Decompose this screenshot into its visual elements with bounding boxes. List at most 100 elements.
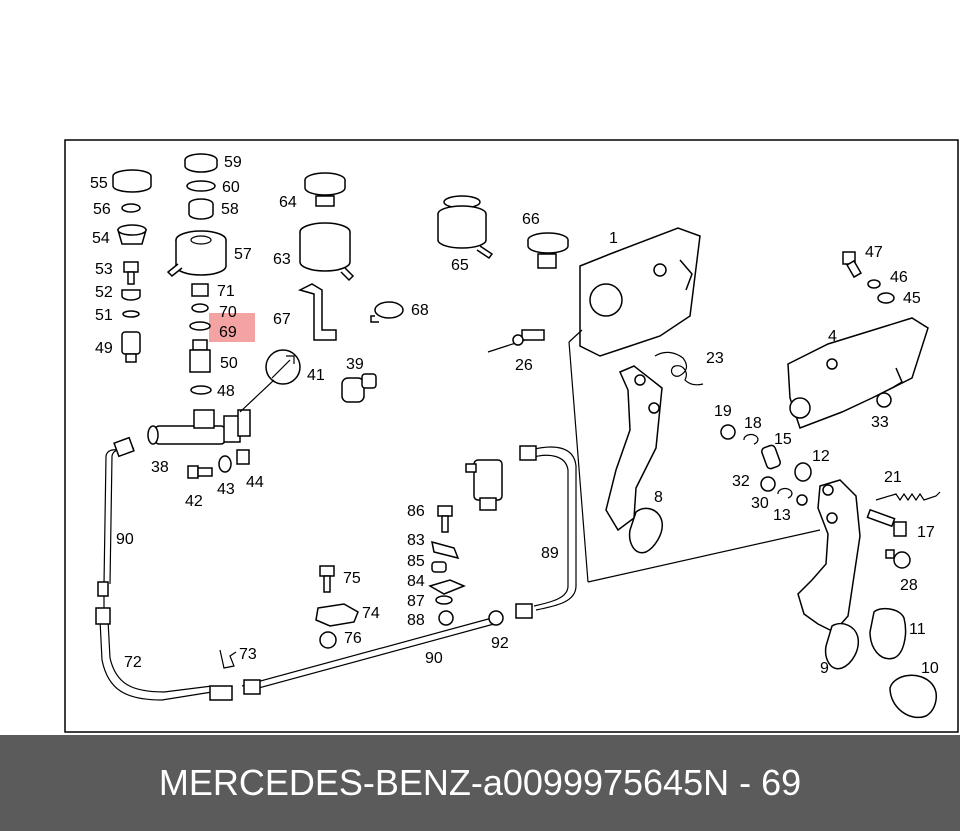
part-64-cap — [304, 172, 346, 207]
callout-84: 84 — [407, 573, 425, 590]
callout-92: 92 — [491, 635, 509, 652]
part-33-bush — [876, 392, 892, 408]
callout-85: 85 — [407, 553, 425, 570]
part-50-valve — [189, 339, 211, 373]
callout-67: 67 — [273, 311, 291, 328]
part-90-hose-left — [97, 436, 135, 608]
part-60-seal — [186, 180, 216, 192]
brand-name: MERCEDES-BENZ — [158, 762, 471, 803]
callout-68: 68 — [411, 302, 429, 319]
part-75-bolt — [319, 565, 335, 593]
callout-11: 11 — [909, 621, 926, 638]
callout-71: 71 — [217, 283, 235, 300]
part-49-plug — [121, 331, 141, 363]
callout-47: 47 — [865, 244, 883, 261]
callout-44: 44 — [246, 474, 264, 491]
position-label: N - 69 — [703, 762, 802, 803]
part-58-strainer — [188, 198, 214, 220]
footer-separator: - — [470, 762, 483, 803]
part-26-push-rod — [487, 329, 545, 353]
callout-41: 41 — [307, 367, 325, 384]
part-73-clip — [219, 649, 237, 669]
part-30-clip — [777, 487, 793, 499]
part-56-ring — [121, 203, 141, 213]
callout-65: 65 — [451, 257, 469, 274]
part-51-washer — [122, 310, 140, 318]
callout-51: 51 — [95, 307, 113, 324]
callout-74: 74 — [362, 605, 380, 622]
callout-75: 75 — [343, 570, 361, 587]
diagram-frame — [64, 139, 959, 733]
part-86-bolt — [437, 505, 453, 533]
part-4-bracket — [787, 317, 929, 429]
part-57-reservoir — [166, 230, 227, 278]
part-71-nut — [191, 283, 209, 297]
part-13-bush — [796, 494, 808, 506]
part-66-cap — [527, 232, 569, 269]
part-53-bolt — [123, 261, 139, 285]
part-52-clip — [121, 289, 141, 301]
part-89-hose — [515, 445, 577, 619]
callout-76: 76 — [344, 630, 362, 647]
part-32-nut — [760, 476, 776, 492]
part-17-bolt — [866, 508, 907, 537]
callout-8: 8 — [654, 489, 663, 506]
highlight-box — [209, 313, 255, 342]
callout-26: 26 — [515, 357, 533, 374]
part-55-cap — [112, 169, 152, 193]
part-44-nut — [236, 449, 250, 465]
part-76-nut — [319, 631, 337, 649]
callout-64: 64 — [279, 194, 297, 211]
callout-17: 17 — [917, 524, 935, 541]
part-88-nut — [438, 610, 454, 626]
part-63-reservoir — [299, 222, 355, 282]
callout-58: 58 — [221, 201, 239, 218]
part-21-spring — [875, 491, 941, 502]
callout-48: 48 — [217, 383, 235, 400]
callout-72: 72 — [124, 654, 142, 671]
part-87-washer — [435, 595, 453, 605]
part-47-bolt — [842, 251, 862, 279]
callout-15: 15 — [774, 431, 792, 448]
part-70-washer — [191, 303, 209, 313]
callout-4: 4 — [828, 328, 837, 345]
part-84-plate — [428, 579, 466, 595]
callout-90a: 90 — [116, 531, 134, 548]
callout-55: 55 — [90, 175, 108, 192]
callout-42: 42 — [185, 493, 203, 510]
part-15-sleeve — [761, 444, 781, 470]
part-1-pedal-bracket — [579, 227, 701, 357]
callout-30: 30 — [751, 495, 769, 512]
part-59-cap — [184, 153, 218, 173]
callout-33: 33 — [871, 414, 889, 431]
callout-54: 54 — [92, 230, 110, 247]
part-46-washer — [867, 279, 881, 289]
callout-28: 28 — [900, 577, 918, 594]
callout-60: 60 — [222, 179, 240, 196]
part-9-brake-pedal — [797, 479, 861, 670]
callout-13: 13 — [773, 507, 791, 524]
callout-9: 9 — [820, 660, 829, 677]
callout-39: 39 — [346, 356, 364, 373]
part-69-oring — [189, 321, 211, 331]
part-67-bracket — [297, 283, 337, 341]
part-38-master-cylinder — [147, 409, 251, 445]
callout-1: 1 — [609, 230, 618, 247]
part-74-bracket — [315, 603, 359, 627]
callout-21: 21 — [884, 469, 902, 486]
callout-66: 66 — [522, 211, 540, 228]
part-65-reservoir — [437, 195, 494, 260]
callout-38: 38 — [151, 459, 169, 476]
callout-23: 23 — [706, 350, 724, 367]
callout-53: 53 — [95, 261, 113, 278]
callout-56: 56 — [93, 201, 111, 218]
callout-43: 43 — [217, 481, 235, 498]
part-number: a0099975645 — [482, 762, 704, 803]
part-hydraulic-valve — [465, 459, 503, 511]
part-10-pad — [889, 674, 938, 719]
callout-90b: 90 — [425, 650, 443, 667]
callout-18: 18 — [744, 415, 762, 432]
part-18-clip — [743, 433, 759, 445]
part-23-spring — [654, 351, 704, 386]
callout-87: 87 — [407, 593, 425, 610]
